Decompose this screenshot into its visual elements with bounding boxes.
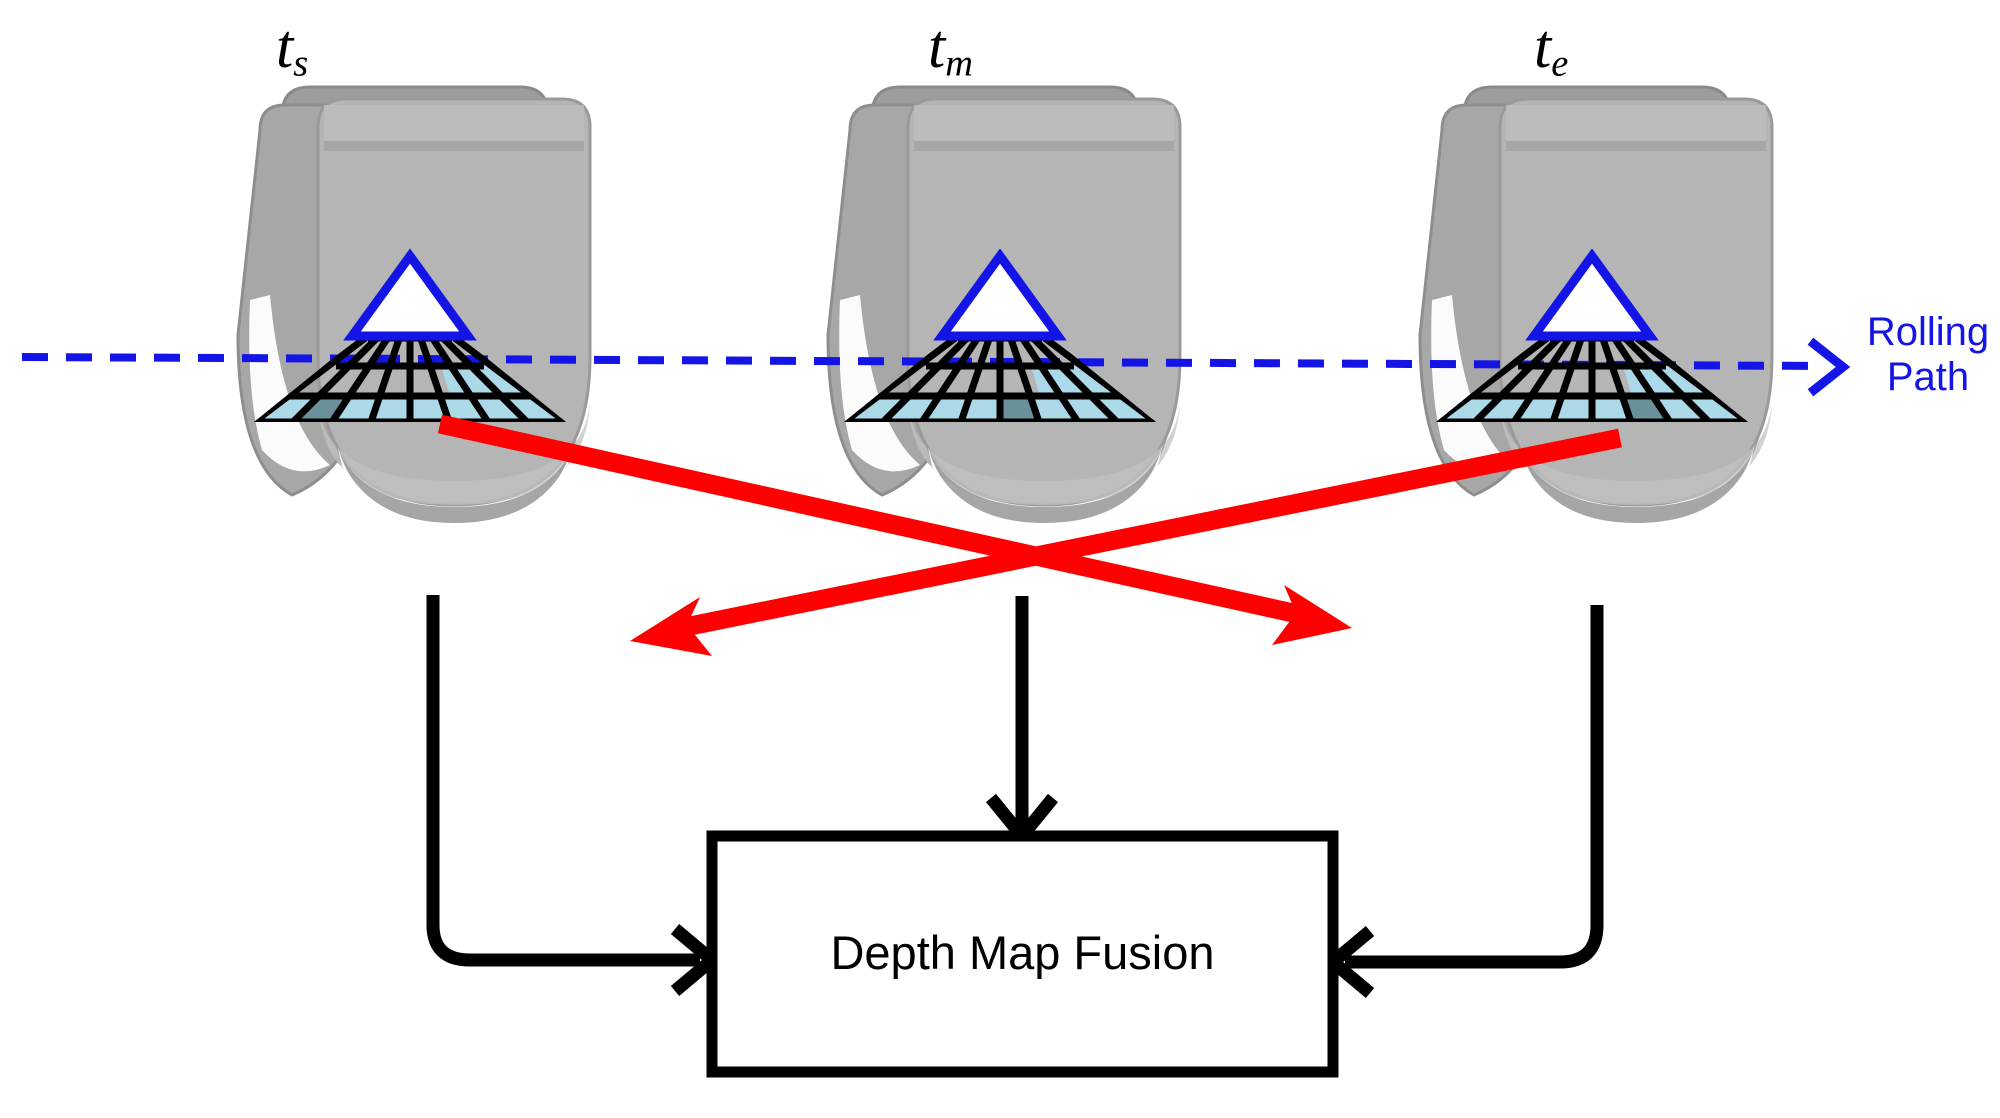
fan-gridlines-tm <box>844 333 1156 422</box>
fov-triangle-tm <box>933 248 1067 341</box>
fusion-box-label: Depth Map Fusion <box>830 926 1215 979</box>
timestep-label-ts-sub: s <box>293 42 309 85</box>
flow-ts-to-fusion <box>426 595 700 967</box>
ray-ts-to-right <box>437 414 1352 645</box>
timestep-label-te: te <box>1534 16 1568 83</box>
timestep-label-tm: tm <box>928 16 973 83</box>
timestep-label-tm-sub: m <box>945 42 973 85</box>
timestep-label-tm-base: t <box>928 13 946 81</box>
timestep-label-te-base: t <box>1534 13 1552 81</box>
rolling-path-arrow-icon <box>1807 337 1851 397</box>
fov-triangle-ts <box>343 248 477 341</box>
rolling-path-label: Rolling Path <box>1866 310 1990 399</box>
flow-te-to-fusion <box>1345 605 1604 969</box>
fusion-box[interactable] <box>706 830 1339 1078</box>
timestep-label-ts-base: t <box>276 13 294 81</box>
fov-triangle-te <box>1525 248 1659 341</box>
timestep-label-te-sub: e <box>1551 42 1569 85</box>
timestep-label-ts: ts <box>276 16 308 83</box>
ray-te-to-left <box>630 428 1622 656</box>
depth-fan-tm <box>844 248 1156 422</box>
